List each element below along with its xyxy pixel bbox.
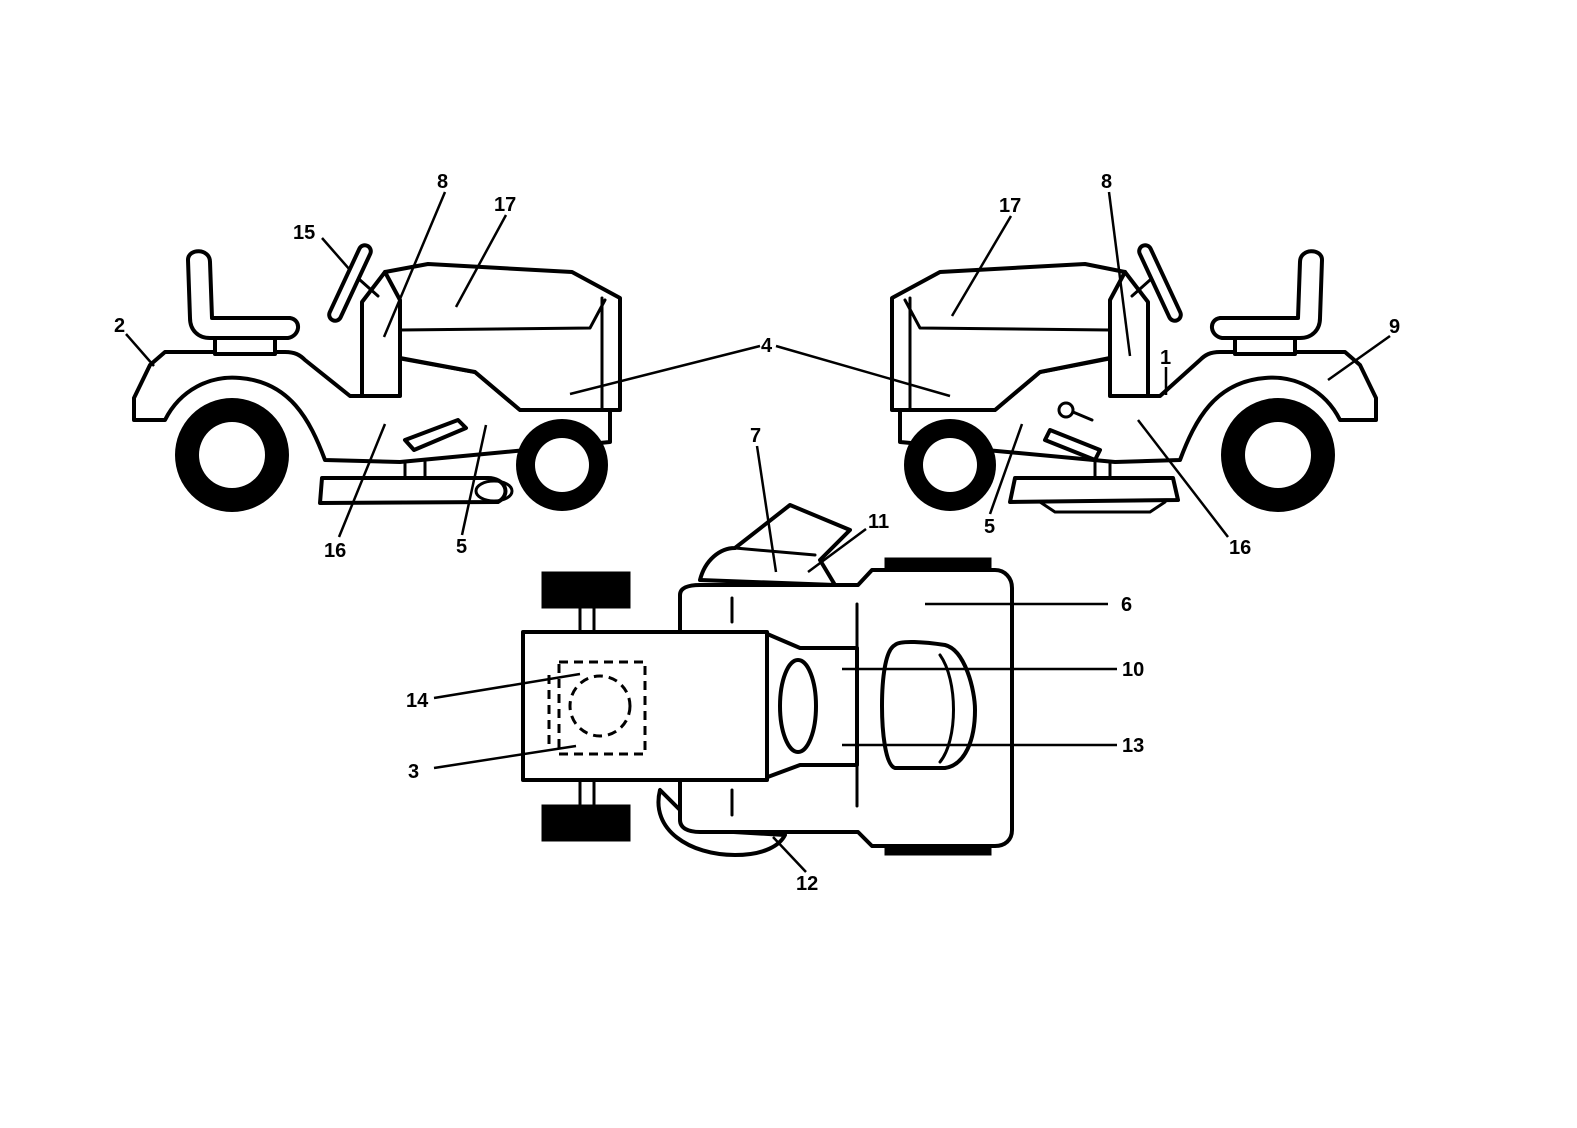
steering-wheel-right [1137,243,1183,323]
callout-5-right: 5 [984,516,995,538]
tractor-left-side-view [132,243,622,512]
seat-right [1210,249,1324,340]
discharge-chute-top [698,503,852,587]
tractor-right-side-view [890,243,1378,514]
seat-left [186,249,300,340]
dash-tower-right [1108,270,1150,398]
callout-9-right: 9 [1389,316,1400,338]
callout-5-left: 5 [456,536,467,558]
callout-6-top: 6 [1121,594,1132,616]
callout-3-top: 3 [408,761,419,783]
callout-14-top: 14 [406,690,429,712]
steering-wheel-left [327,243,373,323]
callout-10-top: 10 [1122,659,1144,681]
callout-4-center: 4 [761,335,773,357]
frame-left [132,350,612,464]
front-tire-top-upper [884,557,992,571]
pedal-right [1043,428,1102,462]
seat-area-top [521,630,769,782]
callout-17-left: 17 [494,194,516,216]
dash-tower-left [360,270,402,398]
callout-7-top: 7 [750,425,761,447]
mower-deck-left [318,476,508,505]
callout-labels: 15 8 17 2 16 5 4 17 8 1 9 5 16 7 11 6 10… [114,171,1400,895]
pedal-left [403,418,468,452]
callout-1-right: 1 [1160,347,1171,369]
rear-tire-top-lower [541,804,631,842]
callout-17-right: 17 [999,195,1021,217]
leader-lines [125,191,1391,873]
callout-8-left: 8 [437,171,448,193]
mower-deck-right [1008,476,1180,504]
steering-wheel-top [778,658,818,754]
callout-2-left: 2 [114,315,125,337]
callout-13-top: 13 [1122,735,1144,757]
rear-tire-top-upper [541,571,631,609]
callout-16-right: 16 [1229,537,1251,559]
callout-12-top: 12 [796,873,818,895]
callout-15-left: 15 [293,222,315,244]
tractor-top-view [521,503,1014,857]
callout-11-top: 11 [868,511,889,533]
callout-16-left: 16 [324,540,346,562]
callout-8-right: 8 [1101,171,1112,193]
hood-top [880,640,977,770]
seat-dashed-circle [568,674,632,738]
deck-chute-left [474,479,514,503]
